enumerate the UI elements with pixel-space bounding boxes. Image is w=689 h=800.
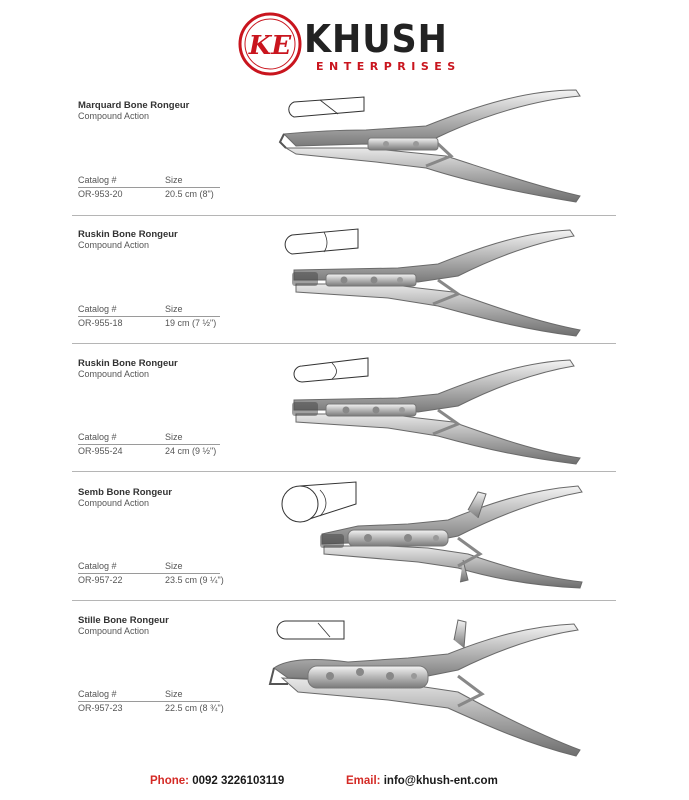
- product-action: Compound Action: [78, 240, 150, 250]
- product-action: Compound Action: [78, 498, 150, 508]
- rongeur-image: [320, 485, 583, 589]
- email-link[interactable]: info@khush-ent.com: [383, 775, 498, 787]
- brand-tagline: ENTERPRISES: [316, 60, 461, 73]
- product-entry: Marquard Bone Rongeur Compound Action Ca…: [0, 100, 689, 228]
- size-header: Size: [165, 304, 183, 314]
- catalog-header: Catalog #: [78, 561, 117, 571]
- product-action: Compound Action: [78, 369, 150, 379]
- product-name: Marquard Bone Rongeur: [78, 100, 190, 111]
- product-action: Compound Action: [78, 111, 150, 121]
- size-header: Size: [165, 561, 183, 571]
- product-name: Semb Bone Rongeur: [78, 487, 172, 498]
- header-rule: [78, 444, 220, 445]
- catalog-number: OR-957-22: [78, 575, 123, 585]
- jaw-tip-profile-icon: [281, 481, 357, 523]
- header-rule: [78, 316, 220, 317]
- catalog-number: OR-955-24: [78, 446, 123, 456]
- product-entry: Ruskin Bone Rongeur Compound Action Cata…: [0, 358, 689, 486]
- catalog-header: Catalog #: [78, 432, 117, 442]
- product-size: 19 cm (7 ½"): [165, 318, 217, 328]
- product-size: 20.5 cm (8"): [165, 189, 214, 199]
- product-entry: Stille Bone Rongeur Compound Action Cata…: [0, 615, 689, 743]
- product-size: 23.5 cm (9 ¼"): [165, 575, 224, 585]
- product-name: Ruskin Bone Rongeur: [78, 229, 178, 240]
- email-label: Email:: [346, 775, 381, 787]
- phone-number[interactable]: 0092 3226103119: [192, 775, 285, 787]
- brand-emblem-icon: KE: [238, 12, 302, 76]
- catalog-number: OR-953-20: [78, 189, 123, 199]
- footer-email: Email: info@khush-ent.com: [346, 775, 498, 787]
- catalog-number: OR-957-23: [78, 703, 123, 713]
- footer-phone: Phone: 0092 3226103119: [150, 775, 284, 787]
- brand-mark: KE: [248, 31, 293, 61]
- brand-name: KHUSH: [304, 17, 448, 61]
- section-divider: [72, 343, 616, 344]
- phone-label: Phone:: [150, 775, 189, 787]
- product-name: Ruskin Bone Rongeur: [78, 358, 178, 369]
- product-size: 22.5 cm (8 ¾"): [165, 703, 224, 713]
- catalog-header: Catalog #: [78, 689, 117, 699]
- product-size: 24 cm (9 ½"): [165, 446, 217, 456]
- jaw-tip-profile-icon: [293, 357, 369, 383]
- rongeur-image: [278, 89, 581, 203]
- size-header: Size: [165, 175, 183, 185]
- jaw-tip-profile-icon: [288, 96, 365, 118]
- section-divider: [72, 600, 616, 601]
- catalog-number: OR-955-18: [78, 318, 123, 328]
- size-header: Size: [165, 432, 183, 442]
- section-divider: [72, 215, 616, 216]
- header-rule: [78, 187, 220, 188]
- product-entry: Ruskin Bone Rongeur Compound Action Cata…: [0, 229, 689, 357]
- jaw-tip-profile-icon: [276, 620, 345, 640]
- rongeur-image: [268, 619, 581, 757]
- size-header: Size: [165, 689, 183, 699]
- jaw-tip-profile-icon: [284, 228, 359, 255]
- header-rule: [78, 573, 220, 574]
- catalog-header: Catalog #: [78, 175, 117, 185]
- rongeur-image: [292, 359, 581, 465]
- product-action: Compound Action: [78, 626, 150, 636]
- brand-logo: KE KHUSH ENTERPRISES: [238, 12, 461, 76]
- header-rule: [78, 701, 220, 702]
- product-entry: Semb Bone Rongeur Compound Action Catalo…: [0, 487, 689, 615]
- product-name: Stille Bone Rongeur: [78, 615, 169, 626]
- catalog-header: Catalog #: [78, 304, 117, 314]
- section-divider: [72, 471, 616, 472]
- rongeur-image: [292, 229, 581, 337]
